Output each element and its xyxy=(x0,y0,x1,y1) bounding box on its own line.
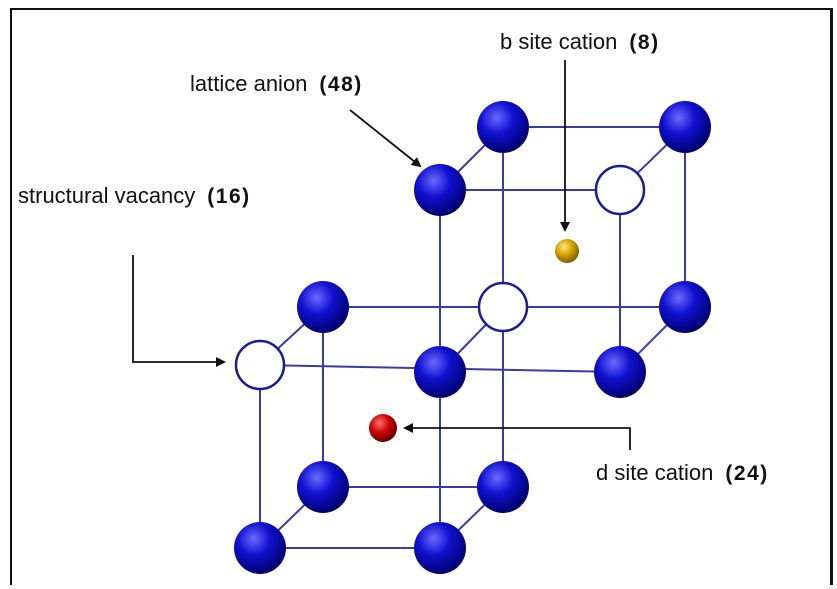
structural-vacancy-label: structural vacancy (16) xyxy=(18,183,251,208)
vacancy-sphere xyxy=(234,339,286,391)
lattice-anion-arrow xyxy=(349,109,422,168)
anion-sphere xyxy=(477,101,529,153)
arrows xyxy=(132,60,631,450)
lattice-anions xyxy=(234,101,711,574)
anion-sphere xyxy=(414,346,466,398)
anion-sphere xyxy=(297,281,349,333)
vacancy-sphere xyxy=(594,164,646,216)
structural-vacancies xyxy=(234,164,646,391)
b-site-count: (8) xyxy=(629,31,659,54)
lattice-anion-label: lattice anion (48) xyxy=(190,71,363,96)
d-site-cation-sphere xyxy=(369,414,397,442)
d-site-arrow xyxy=(403,423,631,450)
lattice-anion-label-text: lattice anion xyxy=(190,71,307,96)
b-site-cation-sphere xyxy=(555,239,579,263)
anion-sphere xyxy=(594,346,646,398)
anion-sphere xyxy=(659,101,711,153)
anion-sphere xyxy=(477,461,529,513)
vacancy-arrow xyxy=(132,255,226,367)
diagram-frame xyxy=(10,8,833,585)
anion-sphere xyxy=(414,522,466,574)
d-site-cation-label: d site cation (24) xyxy=(596,460,769,485)
lattice-anion-count: (48) xyxy=(319,73,362,96)
anion-sphere xyxy=(234,522,286,574)
vacancy-sphere xyxy=(477,281,529,333)
anion-sphere xyxy=(414,164,466,216)
anion-sphere xyxy=(297,461,349,513)
vacancy-count: (16) xyxy=(207,185,250,208)
vacancy-label-text: structural vacancy xyxy=(18,183,195,208)
b-site-cation-label: b site cation (8) xyxy=(500,29,660,54)
d-site-count: (24) xyxy=(725,462,768,485)
anion-sphere xyxy=(659,281,711,333)
d-site-label-text: d site cation xyxy=(596,460,713,485)
b-site-label-text: b site cation xyxy=(500,29,617,54)
